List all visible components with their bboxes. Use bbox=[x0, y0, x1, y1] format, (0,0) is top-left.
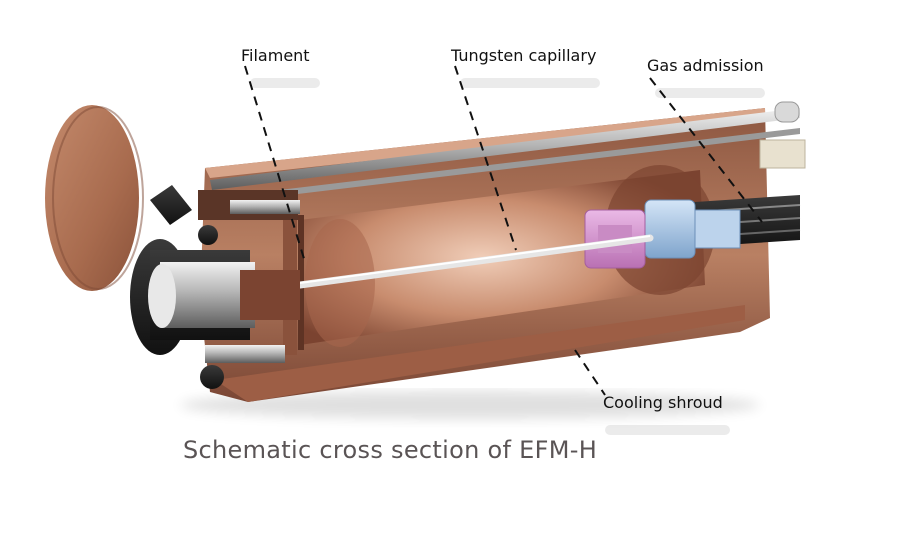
cooling-shroud-label: Cooling shroud bbox=[603, 393, 723, 412]
gas-admission-leader bbox=[649, 77, 763, 223]
left-flange bbox=[130, 185, 300, 355]
gas-admission-label: Gas admission bbox=[647, 56, 764, 75]
tungsten-capillary bbox=[296, 234, 654, 289]
gas-admission-tube bbox=[210, 101, 806, 204]
pink-insulator bbox=[584, 209, 646, 269]
drop-shadow bbox=[180, 391, 760, 419]
leader-lines bbox=[244, 65, 763, 396]
tungsten-capillary-leader bbox=[454, 65, 517, 251]
copper-disc bbox=[45, 105, 144, 291]
filament-assembly bbox=[198, 190, 300, 389]
tungsten-capillary-label: Tungsten capillary bbox=[451, 46, 597, 65]
cooling-shroud-leader bbox=[574, 349, 606, 396]
figure-caption: Schematic cross section of EFM-H bbox=[183, 436, 598, 464]
blue-insulator bbox=[644, 199, 741, 259]
filament-leader bbox=[244, 65, 306, 263]
filament-label: Filament bbox=[241, 46, 310, 65]
